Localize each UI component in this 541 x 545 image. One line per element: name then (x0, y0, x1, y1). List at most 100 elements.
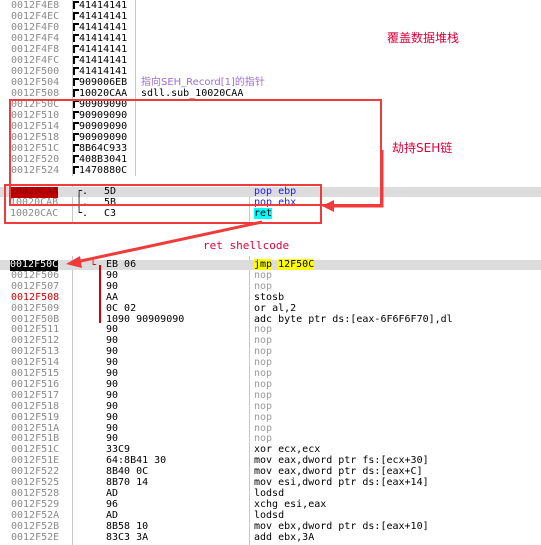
stack-address: 0012F4F0 (11, 22, 60, 33)
stack-value: 41414141 (79, 0, 128, 11)
disasm-operands: al,2 (272, 302, 297, 314)
disasm-address: 0012F506 (11, 269, 60, 281)
disasm-address: 0012F509 (11, 302, 60, 314)
space (272, 281, 278, 292)
disasm-mnemonic: mov (254, 455, 273, 467)
disasm-address: 0012F511 (11, 324, 60, 336)
disasm-instruction: nop (254, 423, 278, 435)
stack-row[interactable]: 0012F51C 8B64C933 (0, 143, 541, 155)
stack-pointer-marker (73, 111, 79, 119)
disasm-operands: byte ptr ds:[eax-6F6F6F70],dl (278, 313, 453, 325)
disasm-mnemonic: adc (254, 313, 273, 325)
stack-value: 41414141 (79, 33, 128, 44)
stack-value: 41414141 (79, 66, 128, 77)
disasm-address: 0012F52B (11, 520, 60, 532)
disasm-mnemonic: add (254, 531, 273, 543)
stack-value: 8B64C933 (79, 143, 128, 154)
stack-comment: sdll.sub_10020CAA (141, 88, 244, 99)
disasm-bytes: 90 (106, 400, 119, 412)
disasm-bytes: 90 (106, 411, 119, 423)
disasm-instruction: lodsd (254, 510, 290, 522)
stack-pointer-marker (73, 34, 79, 42)
current-line-band (0, 187, 541, 197)
disasm-bytes: 90 (106, 335, 119, 347)
disasm-mnemonic: xor (254, 444, 273, 456)
stack-pointer-marker (73, 45, 79, 53)
disasm-instruction: mov eax,dword ptr ds:[eax+C] (254, 466, 423, 478)
disasm-instruction: nop (254, 368, 278, 380)
stack-pointer-marker (73, 144, 79, 152)
disasm-operands: esi,dword ptr ds:[eax+14] (278, 477, 429, 488)
space (284, 292, 290, 303)
disasm-bytes: 90 (106, 389, 119, 401)
disasm-bytes: C3 (104, 208, 117, 219)
stack-value: 90909090 (79, 121, 128, 132)
stack-pointer-marker (73, 100, 79, 108)
stack-value: 90909090 (79, 110, 128, 121)
space (284, 510, 290, 521)
disasm-instruction: mov eax,dword ptr fs:[ecx+30] (254, 455, 429, 467)
annotation-ret-shellcode: ret shellcode (203, 239, 290, 252)
disasm-bytes: 8B58 10 (106, 520, 149, 532)
stack-address: 0012F51C (11, 143, 60, 154)
disasm-address: 0012F52E (11, 531, 60, 543)
stack-pointer-marker (73, 56, 79, 64)
stack-pointer-marker (73, 133, 79, 141)
disasm-instruction: nop (254, 412, 278, 424)
disasm-operands: 12F50C (278, 259, 315, 270)
disasm-address: 0012F50C (10, 259, 59, 271)
disasm-address: 0012F51E (11, 455, 60, 467)
disasm-mnemonic: mov (254, 477, 273, 488)
disasm-address: 0012F514 (11, 357, 60, 369)
disasm-bytes: 90 (106, 422, 119, 434)
disasm-instruction: xor ecx,ecx (254, 444, 320, 456)
disasm-instruction: pop ebx (254, 197, 296, 209)
